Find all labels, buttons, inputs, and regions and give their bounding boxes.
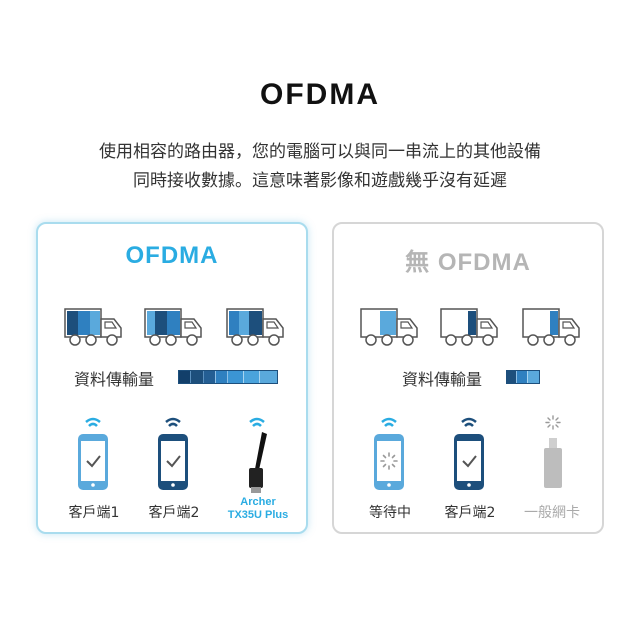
no-ofdma-card: 無 OFDMA 資料傳輸量 — [332, 222, 604, 534]
no-ofdma-card-title: 無 OFDMA — [405, 249, 531, 276]
truck-icon — [64, 308, 122, 346]
throughput-label: 資料傳輸量 — [74, 370, 155, 389]
archer-label: Archer TX35U Plus — [218, 496, 298, 522]
throughput-label: 資料傳輸量 — [402, 370, 483, 389]
device-label: 客戶端1 — [68, 505, 120, 521]
page-title: OFDMA — [260, 78, 380, 111]
truck-icon — [522, 308, 580, 346]
throughput-bar — [178, 370, 278, 384]
truck-icon — [440, 308, 498, 346]
phone-loading-icon — [374, 417, 404, 490]
phone-check-icon — [454, 417, 484, 490]
device-label: 客戶端2 — [444, 505, 496, 521]
truck-icon — [360, 308, 418, 346]
truck-icon — [226, 308, 284, 346]
archer-label-line2: TX35U Plus — [227, 509, 289, 521]
usb-stick-icon — [544, 415, 562, 488]
subtitle-line-2: 同時接收數據。這意味著影像和遊戲幾乎沒有延遲 — [133, 171, 507, 191]
truck-icon — [144, 308, 202, 346]
device-label: 一般網卡 — [524, 505, 580, 521]
ofdma-card: OFDMA 資料傳輸量 — [36, 222, 308, 534]
phone-check-icon — [78, 417, 108, 490]
ofdma-card-title: OFDMA — [125, 242, 219, 269]
throughput-bar — [506, 370, 540, 384]
device-label: 客戶端2 — [148, 505, 200, 521]
usb-adapter-icon — [249, 417, 267, 493]
device-label: 等待中 — [369, 505, 411, 521]
subtitle-line-1: 使用相容的路由器，您的電腦可以與同一串流上的其他設備 — [99, 142, 541, 162]
archer-label-line1: Archer — [240, 496, 276, 508]
phone-check-icon — [158, 417, 188, 490]
